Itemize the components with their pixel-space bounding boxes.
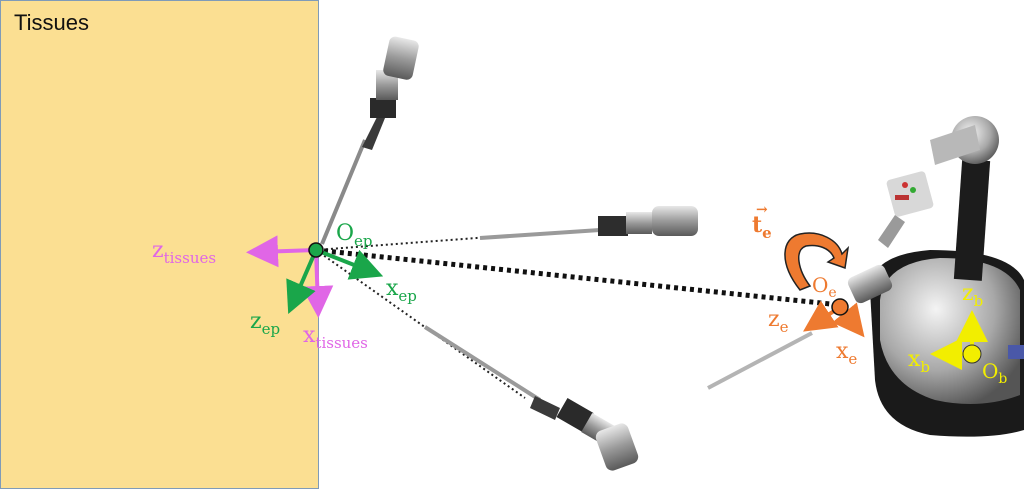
tissues-x-axis-arrow xyxy=(301,249,334,318)
ep-x-axis-arrow xyxy=(315,248,384,280)
instrument-trajectories xyxy=(315,236,841,399)
label-o-e: Oe xyxy=(812,273,837,301)
label-z-b: zb xyxy=(962,281,983,310)
entry-point-origin xyxy=(308,242,324,258)
label-o-b: Ob xyxy=(982,359,1007,387)
label-x-b: xb xyxy=(908,347,930,376)
ep-z-axis-arrow xyxy=(286,249,318,315)
base-frame xyxy=(930,310,988,370)
label-x-e: xe xyxy=(836,339,857,368)
label-t-e: te xyxy=(752,212,772,242)
haptic-robot xyxy=(707,116,1024,437)
end-effector-frame xyxy=(803,298,865,338)
label-x-tissues: xtissues xyxy=(303,323,368,352)
label-o-ep: Oep xyxy=(336,221,373,250)
rotation-arrow-icon xyxy=(784,232,850,291)
base-origin xyxy=(962,344,982,364)
surgical-instrument-middle xyxy=(479,206,698,240)
label-t-e-vector-mark: → xyxy=(756,202,768,218)
tissues-title: Tissues xyxy=(14,10,89,35)
label-z-ep: zep xyxy=(250,309,280,338)
entry-point-frame xyxy=(246,235,384,318)
label-x-ep: xep xyxy=(386,276,417,305)
surgical-instrument-bottom xyxy=(423,325,639,471)
surgical-instrument-top xyxy=(320,36,419,245)
label-z-tissues: ztissues xyxy=(152,238,216,267)
end-effector-origin xyxy=(831,298,849,316)
label-z-e: ze xyxy=(768,307,789,336)
tissues-z-axis-arrow xyxy=(246,235,317,268)
